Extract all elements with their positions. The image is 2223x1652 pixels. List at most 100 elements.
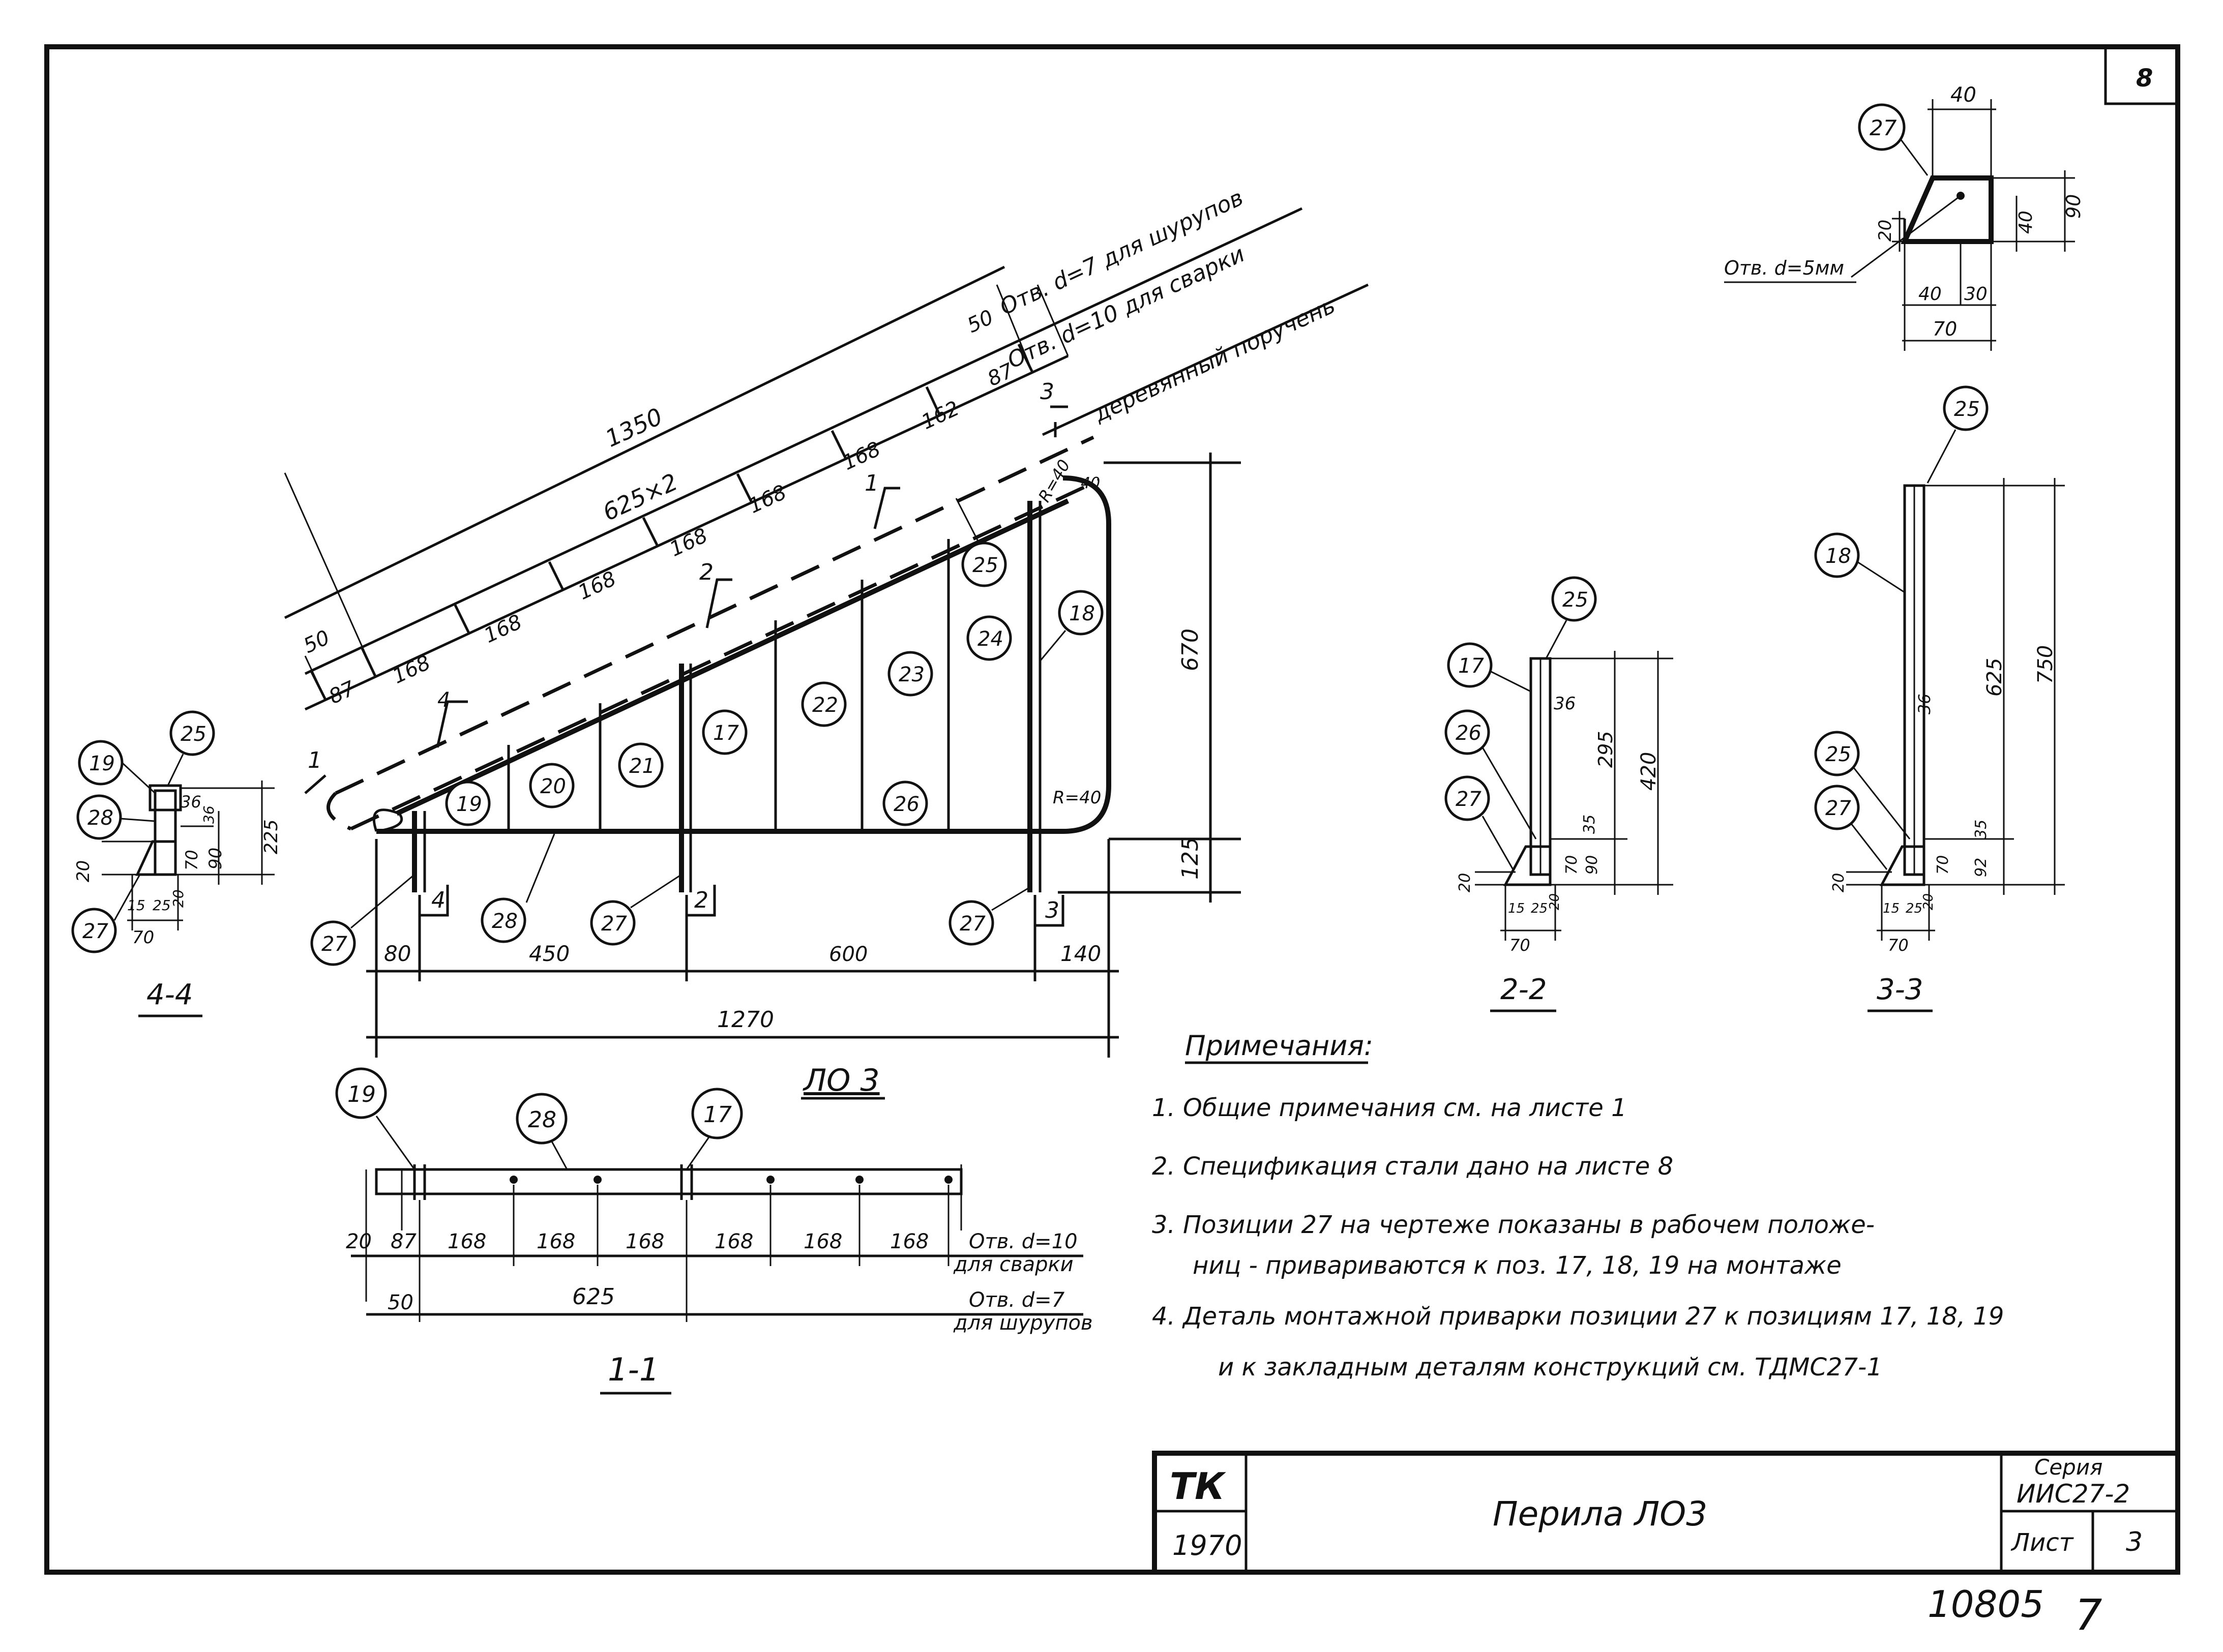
bubble-27-mid: 27 (590, 900, 636, 946)
section-mark-4-bottom: 4 (431, 887, 446, 913)
note-weld-plan: Отв. d=10 (969, 1230, 1078, 1253)
svg-text:26: 26 (1456, 722, 1481, 745)
note-3-cont: ниц - привариваются к поз. 17, 18, 19 на… (1193, 1251, 1842, 1280)
bubble-23-main: 23 (887, 651, 933, 697)
svg-text:21: 21 (629, 755, 655, 778)
note-4-cont: и к закладным деталям конструкций см. ТД… (1218, 1353, 1882, 1381)
dim-87-left: 87 (325, 677, 359, 709)
bottom-horizontal-bar (376, 475, 1111, 834)
dim-125: 125 (1177, 837, 1203, 880)
caption-2-2: 2-2 (1500, 973, 1547, 1006)
pitch-6-plan: 168 (890, 1230, 929, 1253)
section-mark-2-top: 2 (699, 559, 714, 585)
s33-dim-625: 625 (1983, 658, 2006, 697)
dim-20-plan: 20 (346, 1230, 372, 1253)
bubble-28-s44: 28 (76, 794, 122, 840)
bubble-26-s22: 26 (1444, 709, 1490, 755)
title-name: Перила ЛО3 (1493, 1494, 1707, 1534)
svg-text:22: 22 (812, 694, 838, 717)
s33-dim-20b: 20 (1921, 893, 1936, 910)
note-2: 2. Спецификация стали дано на листе 8 (1152, 1152, 1673, 1181)
bubble-27-left: 27 (310, 920, 356, 966)
pitch-2-plan: 168 (537, 1230, 575, 1253)
section-4-4: 19 25 28 27 36 36 225 90 70 20 15 25 20 … (71, 710, 282, 1017)
dim-625-plan: 625 (572, 1284, 615, 1310)
bottom-left-curl (372, 808, 403, 833)
pitch-5-plan: 168 (804, 1230, 842, 1253)
s44-dim-36a: 36 (181, 792, 201, 812)
dim-50-plan: 50 (388, 1291, 413, 1314)
svg-text:27: 27 (960, 912, 986, 936)
pitch-1-plan: 168 (448, 1230, 486, 1253)
bubble-17-plan: 17 (691, 1088, 743, 1139)
svg-text:24: 24 (977, 627, 1003, 651)
detail-dim-20: 20 (1875, 220, 1895, 242)
s22-dim-25: 25 (1531, 901, 1548, 916)
note-screw-plan: Отв. d=7 (969, 1288, 1065, 1312)
svg-text:17: 17 (703, 1102, 732, 1128)
s22-dim-295: 295 (1594, 731, 1617, 768)
s22-dim-15: 15 (1508, 901, 1525, 916)
notes-heading: Примечания: (1185, 1030, 1373, 1062)
dim-450: 450 (529, 941, 570, 966)
caption-3-3: 3-3 (1877, 973, 1923, 1006)
section-mark-3-bottom: 3 (1045, 897, 1059, 923)
svg-text:27: 27 (1870, 115, 1897, 140)
s33-dim-36: 36 (1915, 694, 1934, 714)
bubble-22-main: 22 (801, 681, 847, 727)
s22-dim-70b: 70 (1509, 936, 1530, 955)
detail-dim-40-bottom: 40 (1918, 284, 1942, 305)
dim-50-left: 50 (300, 626, 334, 658)
radius-top: R=40 (1034, 456, 1074, 505)
title-series-label: Серия (2034, 1455, 2102, 1480)
svg-text:27: 27 (321, 933, 347, 956)
archive-number: 10805 (1928, 1583, 2044, 1626)
section-mark-2-bottom: 2 (694, 887, 708, 913)
wooden-handrail-end (326, 792, 352, 831)
pitch-7: 162 (918, 397, 963, 434)
dim-line-625x2 (304, 207, 1303, 675)
bubble-28-plan: 28 (516, 1093, 568, 1145)
note-weld-plan-2: для сварки (953, 1253, 1074, 1276)
svg-text:23: 23 (899, 663, 925, 686)
svg-text:27: 27 (1456, 788, 1481, 811)
svg-text:28: 28 (492, 910, 518, 933)
section-mark-4-top: 4 (437, 688, 450, 712)
pitch-4-plan: 168 (715, 1230, 753, 1253)
s33-dim-92: 92 (1972, 858, 1990, 877)
section-3-3: 25 18 25 27 36 625 750 35 70 92 20 15 25… (1814, 385, 2065, 1012)
bubble-25-s44: 25 (169, 710, 215, 756)
bubble-20-main: 20 (529, 763, 575, 808)
title-sheet-value: 3 (2126, 1527, 2143, 1557)
detail-dim-40-right: 40 (2015, 211, 2036, 234)
bubble-19-s44: 19 (78, 740, 124, 786)
s22-dim-420: 420 (1637, 752, 1661, 791)
s44-dim-90: 90 (205, 848, 226, 869)
svg-text:25: 25 (181, 723, 206, 746)
bubble-25-s33-top: 25 (1943, 385, 1989, 431)
dim-50-right: 50 (964, 306, 997, 338)
pitch-4: 168 (666, 524, 712, 561)
bubble-27-s33: 27 (1814, 785, 1860, 830)
sheet-frame (44, 44, 2180, 1575)
bubble-27-detail: 27 (1858, 103, 1906, 151)
bubble-26-main: 26 (882, 780, 928, 826)
s44-dim-70a: 70 (182, 850, 201, 870)
s44-dim-36b: 36 (200, 805, 217, 824)
dim-140: 140 (1060, 941, 1101, 966)
note-4: 4. Деталь монтажной приварки позиции 27 … (1152, 1302, 2004, 1331)
svg-text:19: 19 (347, 1082, 376, 1107)
dim-600: 600 (829, 943, 868, 966)
svg-text:25: 25 (1825, 743, 1851, 766)
bubble-28-main: 28 (481, 897, 526, 943)
s22-dim-35: 35 (1581, 815, 1598, 834)
svg-text:17: 17 (1458, 654, 1484, 678)
s33-dim-750: 750 (2034, 645, 2057, 684)
pitch-2: 168 (481, 610, 526, 648)
title-org: ТК (1170, 1465, 1226, 1508)
s33-dim-70b: 70 (1888, 936, 1909, 955)
bubble-27-right: 27 (949, 900, 994, 946)
dim-80: 80 (384, 941, 411, 966)
bubble-25-s22: 25 (1551, 576, 1597, 622)
